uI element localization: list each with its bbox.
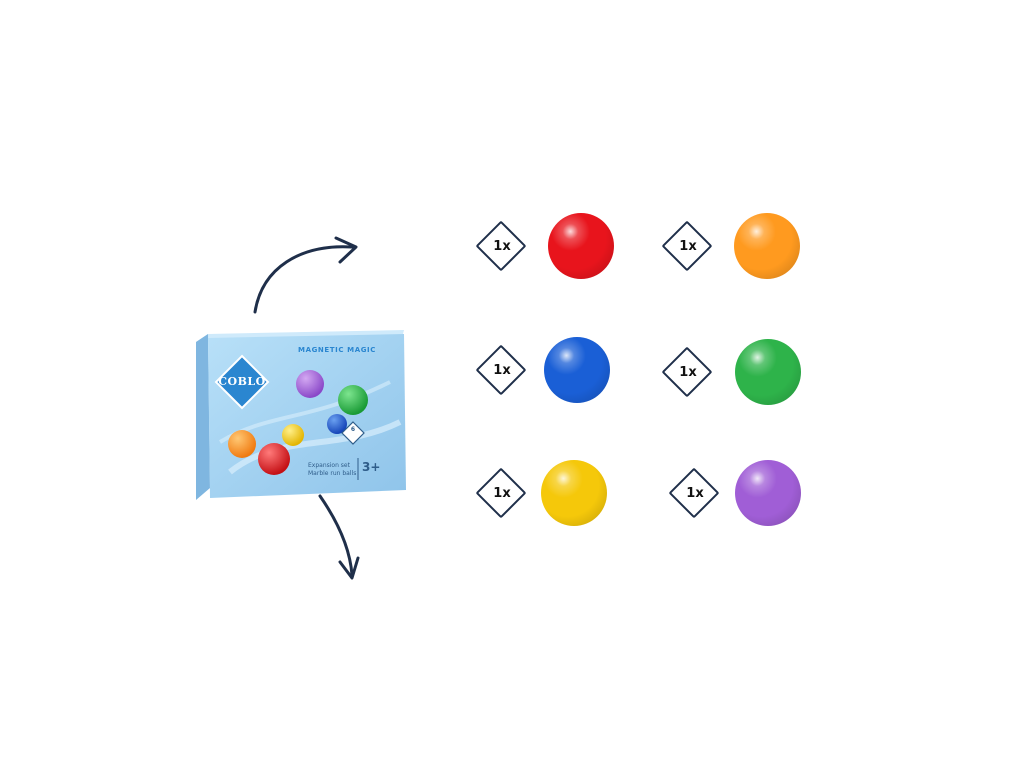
item-blue-ball: 1x [474,331,624,411]
box-subtitle: Expansion set Marble run balls [308,462,356,478]
box-subtitle-line2: Marble run balls [308,470,357,477]
purple-ball [735,460,801,526]
quantity-badge: 1x [474,343,530,399]
item-green-ball: 1x [660,333,810,413]
quantity-badge: 1x [660,219,716,275]
arrow-up-right-icon [253,236,358,314]
box-product-line: MAGNETIC MAGIC [298,346,376,354]
box-brand-logo: COBLO [218,375,266,388]
quantity-label: 1x [679,239,697,254]
yellow-ball [541,460,607,526]
item-yellow-ball: 1x [474,454,624,534]
quantity-badge: 1x [474,219,530,275]
box-age-badge: 3+ [362,460,381,474]
quantity-label: 1x [679,365,697,380]
blue-ball [544,337,610,403]
item-red-ball: 1x [474,207,624,287]
box-count-badge: 6 [350,426,356,433]
item-orange-ball: 1x [660,207,810,287]
box-subtitle-line1: Expansion set [308,462,350,469]
quantity-badge: 1x [667,466,723,522]
quantity-label: 1x [493,363,511,378]
arrow-down-icon [318,494,360,580]
green-ball [735,339,801,405]
orange-ball [734,213,800,279]
quantity-label: 1x [493,486,511,501]
quantity-badge: 1x [474,466,530,522]
item-purple-ball: 1x [667,454,817,534]
red-ball [548,213,614,279]
product-box-image: COBLO MAGNETIC MAGIC 6 Expansion set Mar… [190,322,415,502]
box-illustration [196,330,406,500]
quantity-label: 1x [493,239,511,254]
quantity-label: 1x [686,486,704,501]
quantity-badge: 1x [660,345,716,401]
